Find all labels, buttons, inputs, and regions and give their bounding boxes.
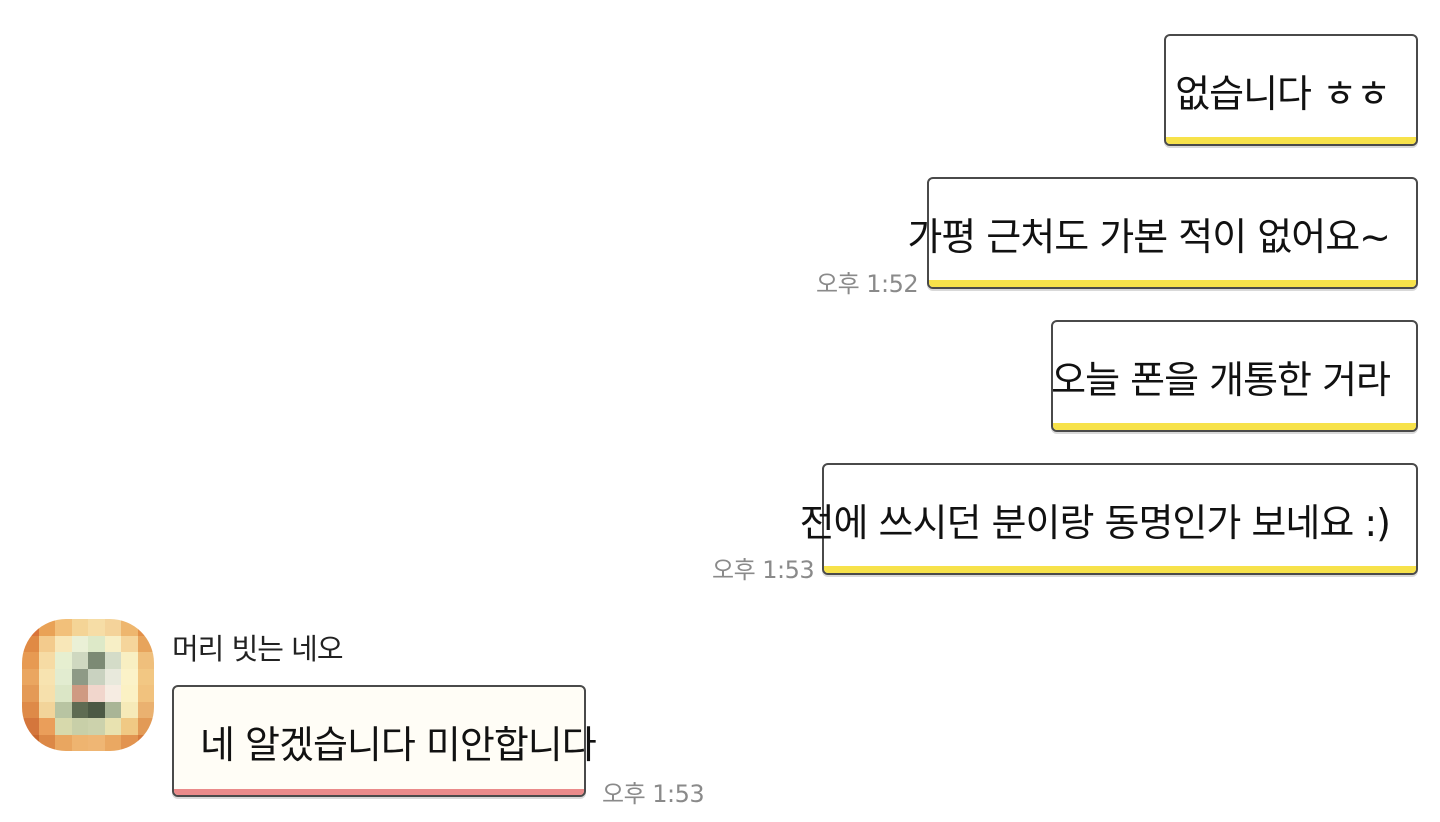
avatar-pixel bbox=[22, 635, 39, 652]
avatar-pixel bbox=[22, 652, 39, 669]
message-bubble-sent[interactable]: 전에 쓰시던 분이랑 동명인가 보네요 :) bbox=[800, 463, 1418, 575]
avatar-pixel bbox=[71, 635, 88, 652]
avatar-pixel bbox=[121, 619, 138, 636]
avatar-pixel bbox=[88, 718, 105, 735]
avatar-pixel bbox=[38, 619, 55, 636]
avatar-pixel bbox=[104, 635, 121, 652]
avatar-pixel bbox=[121, 635, 138, 652]
avatar-pixel bbox=[137, 718, 154, 735]
message-text: 네 알겠습니다 미안합니다 bbox=[200, 722, 597, 767]
avatar-pixel bbox=[104, 619, 121, 636]
message-timestamp: 오후 1:53 bbox=[602, 780, 705, 808]
avatar-pixel bbox=[38, 668, 55, 685]
avatar-pixel bbox=[38, 718, 55, 735]
avatar-pixel bbox=[22, 619, 39, 636]
avatar-pixel bbox=[55, 701, 72, 718]
avatar-pixel bbox=[137, 668, 154, 685]
avatar-pixel bbox=[55, 619, 72, 636]
avatar-pixel bbox=[55, 652, 72, 669]
avatar-pixel bbox=[38, 701, 55, 718]
avatar-pixel bbox=[104, 685, 121, 702]
avatar-pixel bbox=[88, 619, 105, 636]
message-timestamp: 오후 1:53 bbox=[712, 556, 815, 584]
avatar-pixel bbox=[121, 734, 138, 751]
avatar-pixel bbox=[22, 734, 39, 751]
avatar-pixel bbox=[88, 635, 105, 652]
avatar-pixel bbox=[137, 652, 154, 669]
message-bubble-sent[interactable]: 없습니다 ㅎㅎ bbox=[1164, 34, 1418, 146]
avatar-pixel bbox=[55, 734, 72, 751]
avatar-pixel bbox=[137, 685, 154, 702]
avatar-pixel bbox=[121, 701, 138, 718]
avatar-pixel bbox=[22, 701, 39, 718]
message-bubble-sent[interactable]: 오늘 폰을 개통한 거라 bbox=[1051, 320, 1418, 432]
avatar-pixel bbox=[104, 668, 121, 685]
sender-name: 머리 빗는 네오 bbox=[172, 632, 344, 666]
avatar-pixel bbox=[55, 685, 72, 702]
avatar-pixel bbox=[88, 701, 105, 718]
avatar-pixel bbox=[55, 635, 72, 652]
avatar-pixel bbox=[22, 668, 39, 685]
avatar-pixel bbox=[121, 652, 138, 669]
avatar-pixel bbox=[71, 668, 88, 685]
avatar-pixel bbox=[121, 685, 138, 702]
avatar-pixel bbox=[121, 668, 138, 685]
avatar-pixel bbox=[71, 685, 88, 702]
avatar-pixel bbox=[88, 685, 105, 702]
avatar-pixel bbox=[71, 652, 88, 669]
message-text: 오늘 폰을 개통한 거라 bbox=[1051, 357, 1391, 402]
message-bubble-received[interactable]: 네 알겠습니다 미안합니다 bbox=[172, 685, 597, 797]
avatar-pixel bbox=[71, 718, 88, 735]
avatar-pixel bbox=[38, 685, 55, 702]
avatar-pixel bbox=[38, 734, 55, 751]
avatar-pixel bbox=[88, 668, 105, 685]
avatar-pixel bbox=[55, 668, 72, 685]
avatar-pixel bbox=[38, 635, 55, 652]
message-timestamp: 오후 1:52 bbox=[816, 270, 919, 298]
avatar-pixel bbox=[88, 652, 105, 669]
avatar-pixel bbox=[71, 701, 88, 718]
avatar-pixel bbox=[38, 652, 55, 669]
avatar-pixel bbox=[55, 718, 72, 735]
avatar-pixel bbox=[137, 635, 154, 652]
profile-avatar-icon[interactable] bbox=[22, 619, 154, 751]
message-text: 전에 쓰시던 분이랑 동명인가 보네요 :) bbox=[799, 500, 1391, 545]
avatar-pixel bbox=[104, 701, 121, 718]
message-text: 없습니다 ㅎㅎ bbox=[1175, 71, 1391, 116]
message-text: 가평 근처도 가본 적이 없어요~ bbox=[907, 214, 1391, 259]
avatar-pixel bbox=[104, 652, 121, 669]
avatar-pixel bbox=[137, 619, 154, 636]
avatar-pixel bbox=[121, 718, 138, 735]
avatar-pixel bbox=[137, 701, 154, 718]
avatar-pixel bbox=[22, 718, 39, 735]
avatar-pixel bbox=[88, 734, 105, 751]
message-bubble-sent[interactable]: 가평 근처도 가본 적이 없어요~ bbox=[907, 177, 1418, 289]
avatar-pixel bbox=[137, 734, 154, 751]
avatar-pixel bbox=[104, 734, 121, 751]
avatar-pixel bbox=[22, 685, 39, 702]
avatar-pixel bbox=[71, 734, 88, 751]
avatar-pixel bbox=[104, 718, 121, 735]
avatar-pixel bbox=[71, 619, 88, 636]
